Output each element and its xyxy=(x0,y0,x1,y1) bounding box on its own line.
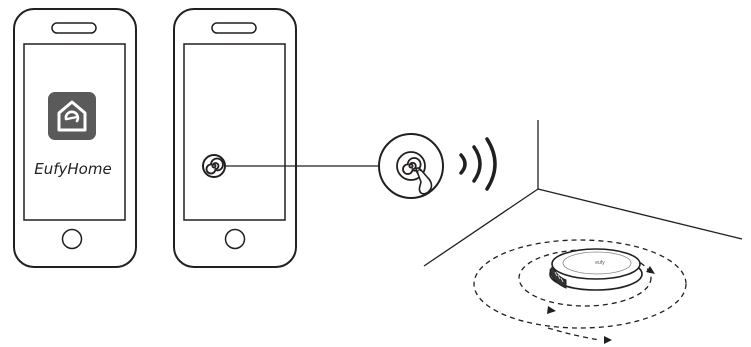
phone-right-screen xyxy=(183,43,286,221)
spiral-path-outer xyxy=(473,239,687,329)
pointing-hand-icon xyxy=(415,167,433,195)
arrow-bottom-left xyxy=(547,306,556,314)
spot-clean-button-ring xyxy=(202,154,226,178)
phone-right-earpiece xyxy=(211,22,257,34)
fingernail xyxy=(417,169,422,174)
robot-brand-logo: eufy xyxy=(595,260,605,266)
magnified-button xyxy=(378,133,444,199)
house-outline xyxy=(57,100,87,132)
spiral-path-inner xyxy=(518,249,652,307)
arrow-bottom-tail xyxy=(604,336,612,344)
phone-left-home-button[interactable] xyxy=(61,228,83,250)
floor-right-edge xyxy=(537,188,743,240)
spiral-path-tail xyxy=(547,327,601,341)
signal-arc-small xyxy=(459,153,467,175)
app-name-label: EufyHome xyxy=(34,160,111,178)
path-arrows xyxy=(547,266,655,344)
robot-top-inner xyxy=(562,251,632,275)
floor-left-edge xyxy=(423,188,539,267)
app-icon-tile xyxy=(48,92,96,140)
signal-arc-large xyxy=(485,137,497,191)
spot-clean-icon[interactable] xyxy=(202,154,226,178)
phone-left-earpiece xyxy=(51,22,97,34)
phone-left: EufyHome xyxy=(13,8,137,268)
cleaning-path xyxy=(473,239,687,341)
phone-right xyxy=(173,8,297,268)
robot-vacuum: eufy xyxy=(549,248,643,291)
wifi-signal-icon xyxy=(459,137,497,191)
phone-right-home-button[interactable] xyxy=(224,228,246,250)
spot-clean-spiral xyxy=(205,157,224,175)
eufyhome-app-icon[interactable] xyxy=(48,92,96,140)
house-e-glyph xyxy=(64,110,80,123)
magnifier-spiral xyxy=(402,157,422,175)
bumper-grille xyxy=(554,271,564,283)
house-e-bar xyxy=(65,115,79,121)
signal-arc-medium xyxy=(472,145,482,183)
room-corner xyxy=(423,120,743,267)
arrow-right-inner xyxy=(646,266,655,274)
